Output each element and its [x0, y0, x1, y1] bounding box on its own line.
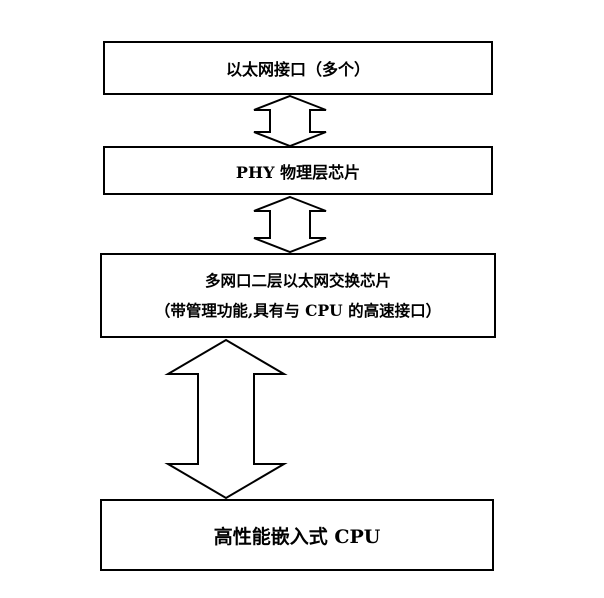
ethernet-port-label: 以太网接口（多个）: [225, 60, 370, 79]
bidirectional-arrow-eth-phy: [253, 94, 327, 148]
phy-chip-label: PHY 物理层芯片: [235, 162, 361, 182]
embedded-cpu-box: 高性能嵌入式 CPU: [100, 499, 494, 571]
switch-chip-sublabel: （带管理功能,具有与 CPU 的高速接口）: [154, 300, 442, 320]
bidirectional-arrow-switch-cpu: [164, 338, 288, 500]
embedded-cpu-label: 高性能嵌入式 CPU: [213, 525, 381, 548]
phy-chip-box: PHY 物理层芯片: [103, 146, 493, 195]
switch-chip-box: 多网口二层以太网交换芯片 （带管理功能,具有与 CPU 的高速接口）: [100, 253, 496, 338]
ethernet-port-box: 以太网接口（多个）: [103, 41, 493, 95]
bidirectional-arrow-phy-switch: [253, 195, 327, 254]
switch-chip-label: 多网口二层以太网交换芯片: [204, 271, 391, 291]
